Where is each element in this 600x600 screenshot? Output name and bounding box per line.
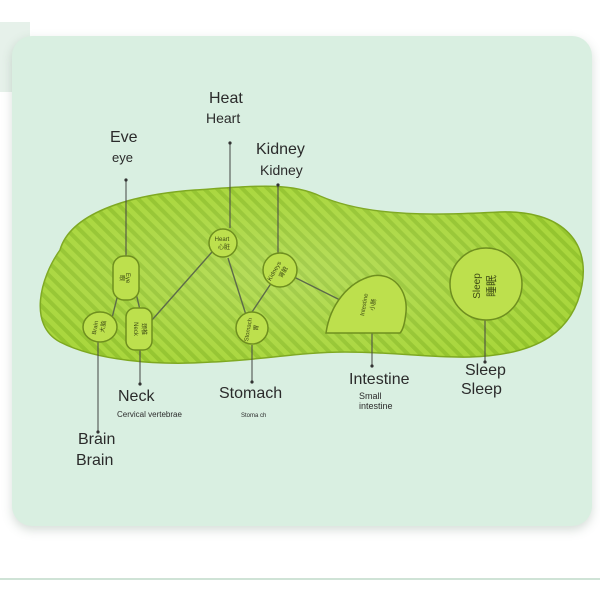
bottom-divider — [0, 578, 600, 580]
neck-sublabel: Cervical vertebrae — [117, 410, 182, 419]
reflex-point-brain[interactable]: Brain 大脑 — [82, 311, 118, 343]
reflex-point-heart[interactable]: Heart 心脏 — [208, 228, 238, 258]
heart-label: Heat — [209, 90, 243, 107]
brain-point-label: Brain — [92, 320, 100, 335]
eye-sublabel: eye — [112, 150, 133, 165]
intestine-sublabel: Small intestine — [359, 391, 393, 411]
eye-point-cn: 眼 — [118, 275, 125, 281]
neck-label: Neck — [118, 388, 155, 405]
heart-point-label: Heart — [215, 237, 230, 243]
kidney-label: Kidney — [256, 141, 305, 158]
reflex-point-stomach[interactable]: Stomach 胃 — [235, 311, 269, 345]
stomach-sublabel: Stoma ch — [241, 413, 267, 419]
stomach-point-label: Stomach — [244, 318, 254, 342]
insole-highlight — [40, 186, 584, 364]
brain-label: Brain — [78, 431, 116, 448]
neck-point-cn: 颈椎 — [140, 323, 148, 335]
reflex-point-neck[interactable]: Neck 颈椎 — [125, 307, 153, 351]
connector-heart-stomach — [227, 257, 247, 316]
brain-point-cn: 大脑 — [98, 320, 108, 333]
stomach-point-cn: 胃 — [253, 324, 261, 331]
sleep-point-label: Sleep — [472, 273, 483, 299]
reflex-point-kidney[interactable]: Kidneys 肾脏 — [262, 252, 298, 288]
intestine-point-cn: 小肠 — [368, 298, 378, 311]
reflex-point-eye[interactable]: Eye 眼 — [112, 255, 140, 301]
leader-dots — [96, 141, 487, 434]
brain-sublabel: Brain — [76, 452, 114, 469]
sleep-sublabel: Sleep — [461, 381, 502, 398]
stomach-label: Stomach — [219, 385, 283, 402]
intestine-label: Intestine — [349, 371, 410, 388]
top-strip — [0, 0, 600, 22]
heart-point-cn: 心脏 — [218, 243, 230, 251]
connector-neck-heart — [151, 251, 213, 321]
kidney-sublabel: Kidney — [260, 162, 303, 178]
heart-sublabel: Heart — [206, 110, 241, 126]
connector-stomach-kidney — [251, 281, 273, 313]
eye-point-label: Eye — [124, 273, 130, 284]
neck-point-label: Neck — [132, 322, 138, 337]
eye-label: Eve — [110, 129, 138, 146]
leader-lines — [97, 143, 486, 432]
reflex-point-sleep[interactable]: Sleep 睡眠 — [449, 247, 523, 321]
reflex-point-intestine[interactable]: Intestine 小肠 — [325, 274, 407, 334]
sleep-point-cn: 睡眠 — [485, 275, 498, 297]
connector-kidney-intestine — [289, 274, 341, 301]
sleep-label: Sleep — [465, 362, 506, 379]
intestine-point-label: Intestine — [360, 292, 370, 316]
